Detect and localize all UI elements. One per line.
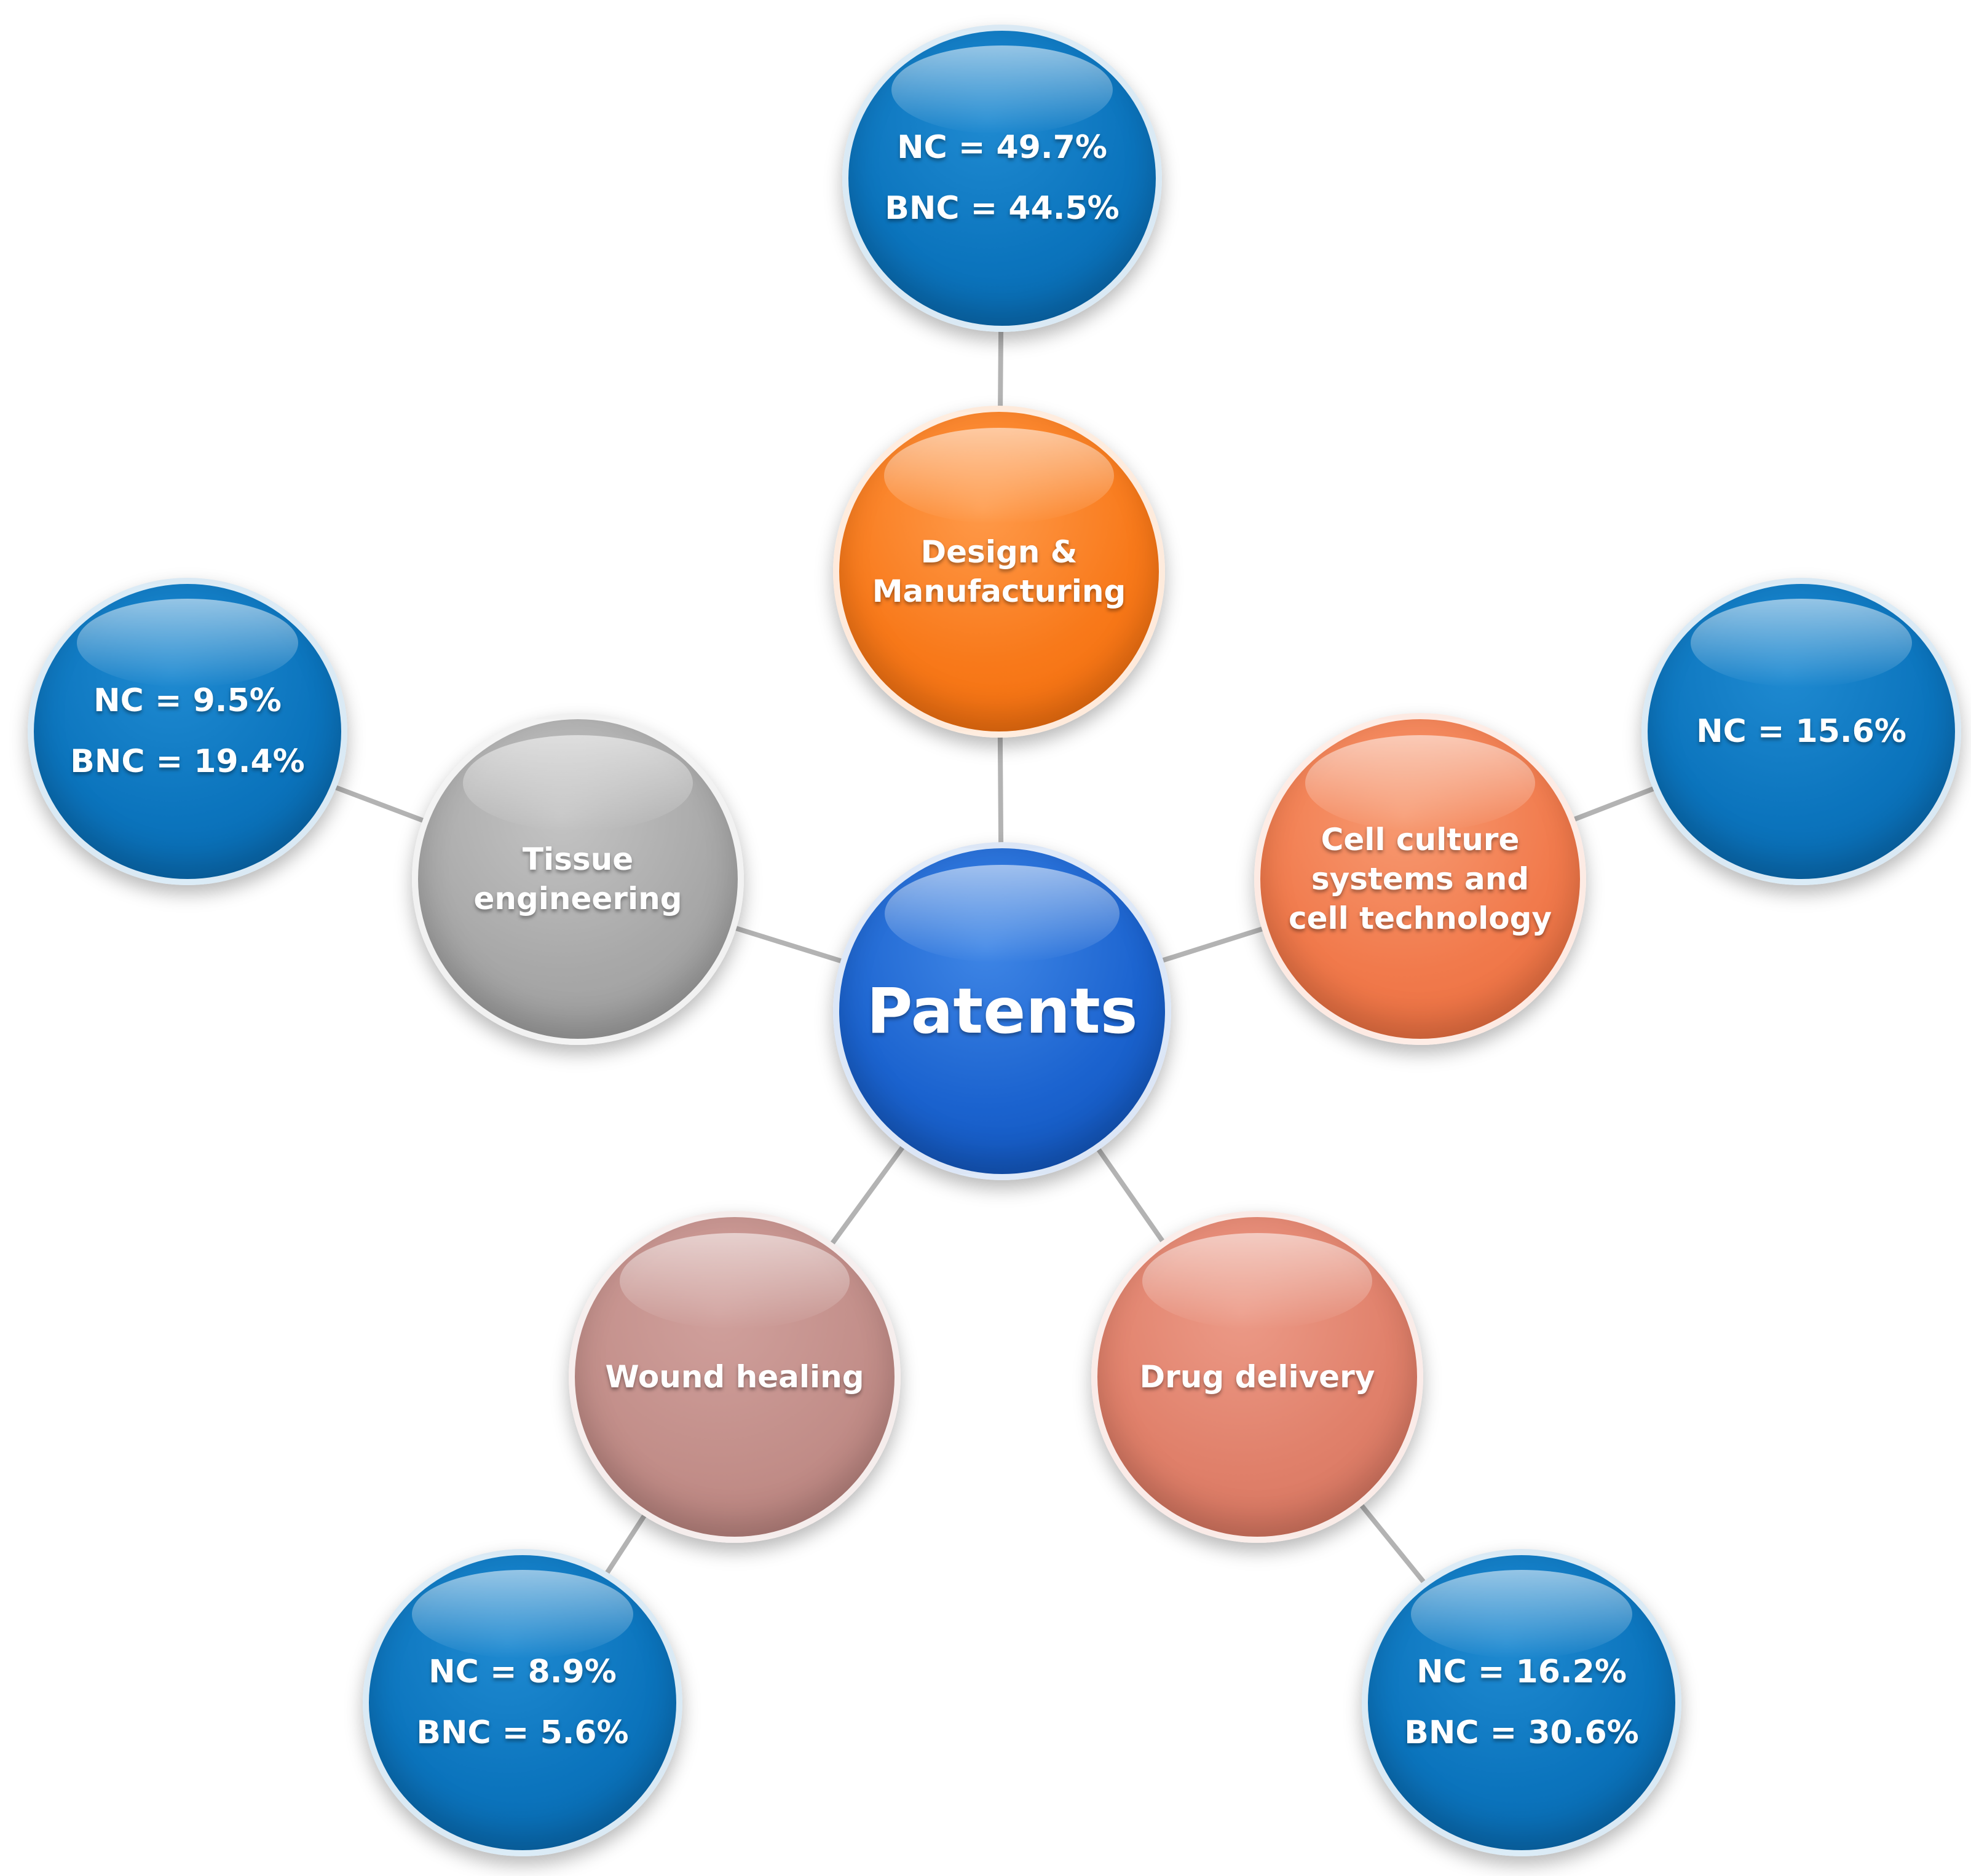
category-drug-delivery: Drug delivery — [1091, 1211, 1423, 1543]
stat-bnc-design: BNC = 44.5% — [885, 190, 1120, 227]
stat-nc-drug: NC = 16.2% — [1416, 1653, 1627, 1691]
category-label-line: engineering — [473, 881, 682, 916]
category-wound-healing: Wound healing — [569, 1211, 901, 1543]
category-design-manufacturing: Design & Manufacturing — [833, 406, 1165, 738]
category-label-line: Cell culture — [1321, 822, 1520, 857]
category-label-line: Manufacturing — [872, 573, 1126, 609]
category-label-line: Wound healing — [605, 1359, 864, 1395]
stat-bnc-wound: BNC = 5.6% — [416, 1714, 629, 1751]
stat-bubble-wound: NC = 8.9% BNC = 5.6% — [363, 1549, 682, 1856]
category-label-line: cell technology — [1288, 901, 1552, 936]
category-cell-culture: Cell culture systems and cell technology — [1254, 713, 1586, 1045]
center-node-patents: Patents — [833, 842, 1171, 1180]
stat-bubble-cell: NC = 15.6% — [1641, 578, 1961, 885]
stat-bubble-design: NC = 49.7% BNC = 44.5% — [842, 25, 1162, 332]
stat-nc-design: NC = 49.7% — [897, 129, 1107, 167]
center-label: Patents — [866, 974, 1138, 1048]
stat-bubble-tissue: NC = 9.5% BNC = 19.4% — [28, 578, 347, 885]
category-label-line: Drug delivery — [1139, 1359, 1375, 1395]
category-label-line: systems and — [1311, 861, 1530, 897]
stat-nc-cell: NC = 15.6% — [1696, 712, 1906, 750]
category-label-line: Tissue — [522, 841, 634, 877]
stat-bubble-drug: NC = 16.2% BNC = 30.6% — [1362, 1549, 1681, 1856]
stat-nc-wound: NC = 8.9% — [429, 1653, 617, 1691]
stat-bnc-tissue: BNC = 19.4% — [70, 743, 305, 780]
category-label-line: Design & — [920, 534, 1078, 570]
stat-bnc-drug: BNC = 30.6% — [1404, 1714, 1639, 1751]
category-tissue-engineering: Tissue engineering — [412, 713, 744, 1045]
stat-nc-tissue: NC = 9.5% — [93, 682, 282, 720]
